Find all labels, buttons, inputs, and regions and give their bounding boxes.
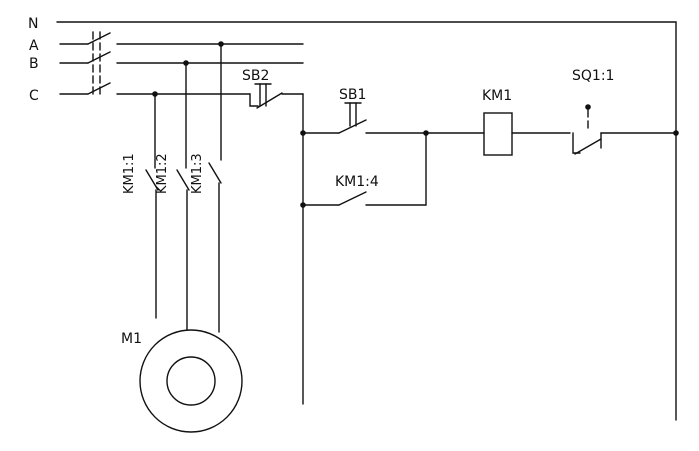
label-sq1: SQ1:1 xyxy=(572,68,614,84)
label-m1: M1 xyxy=(121,331,142,347)
start-button-sb1 xyxy=(302,102,485,134)
contactor-coil-km1 xyxy=(483,112,571,156)
label-c: C xyxy=(29,88,39,104)
motor-m1 xyxy=(139,329,243,433)
label-km1-3: KM1:3 xyxy=(190,153,205,194)
label-sb2: SB2 xyxy=(242,68,269,84)
label-km1-1: KM1:1 xyxy=(122,153,137,194)
junction-neutral xyxy=(673,130,679,136)
main-isolator-switch xyxy=(59,31,304,97)
label-n: N xyxy=(28,16,38,32)
label-a: A xyxy=(29,38,39,54)
stop-button-sb2 xyxy=(249,83,304,109)
label-km1-2: KM1:2 xyxy=(155,153,170,194)
limit-switch-sq1 xyxy=(572,104,677,155)
aux-contact-km1-4 xyxy=(302,132,427,206)
neutral-line xyxy=(56,21,677,421)
main-contacts-km1 xyxy=(145,43,222,333)
label-b: B xyxy=(29,56,39,72)
label-km1-coil: KM1 xyxy=(482,88,512,104)
label-sb1: SB1 xyxy=(339,87,366,103)
label-km1-4: KM1:4 xyxy=(335,174,379,190)
